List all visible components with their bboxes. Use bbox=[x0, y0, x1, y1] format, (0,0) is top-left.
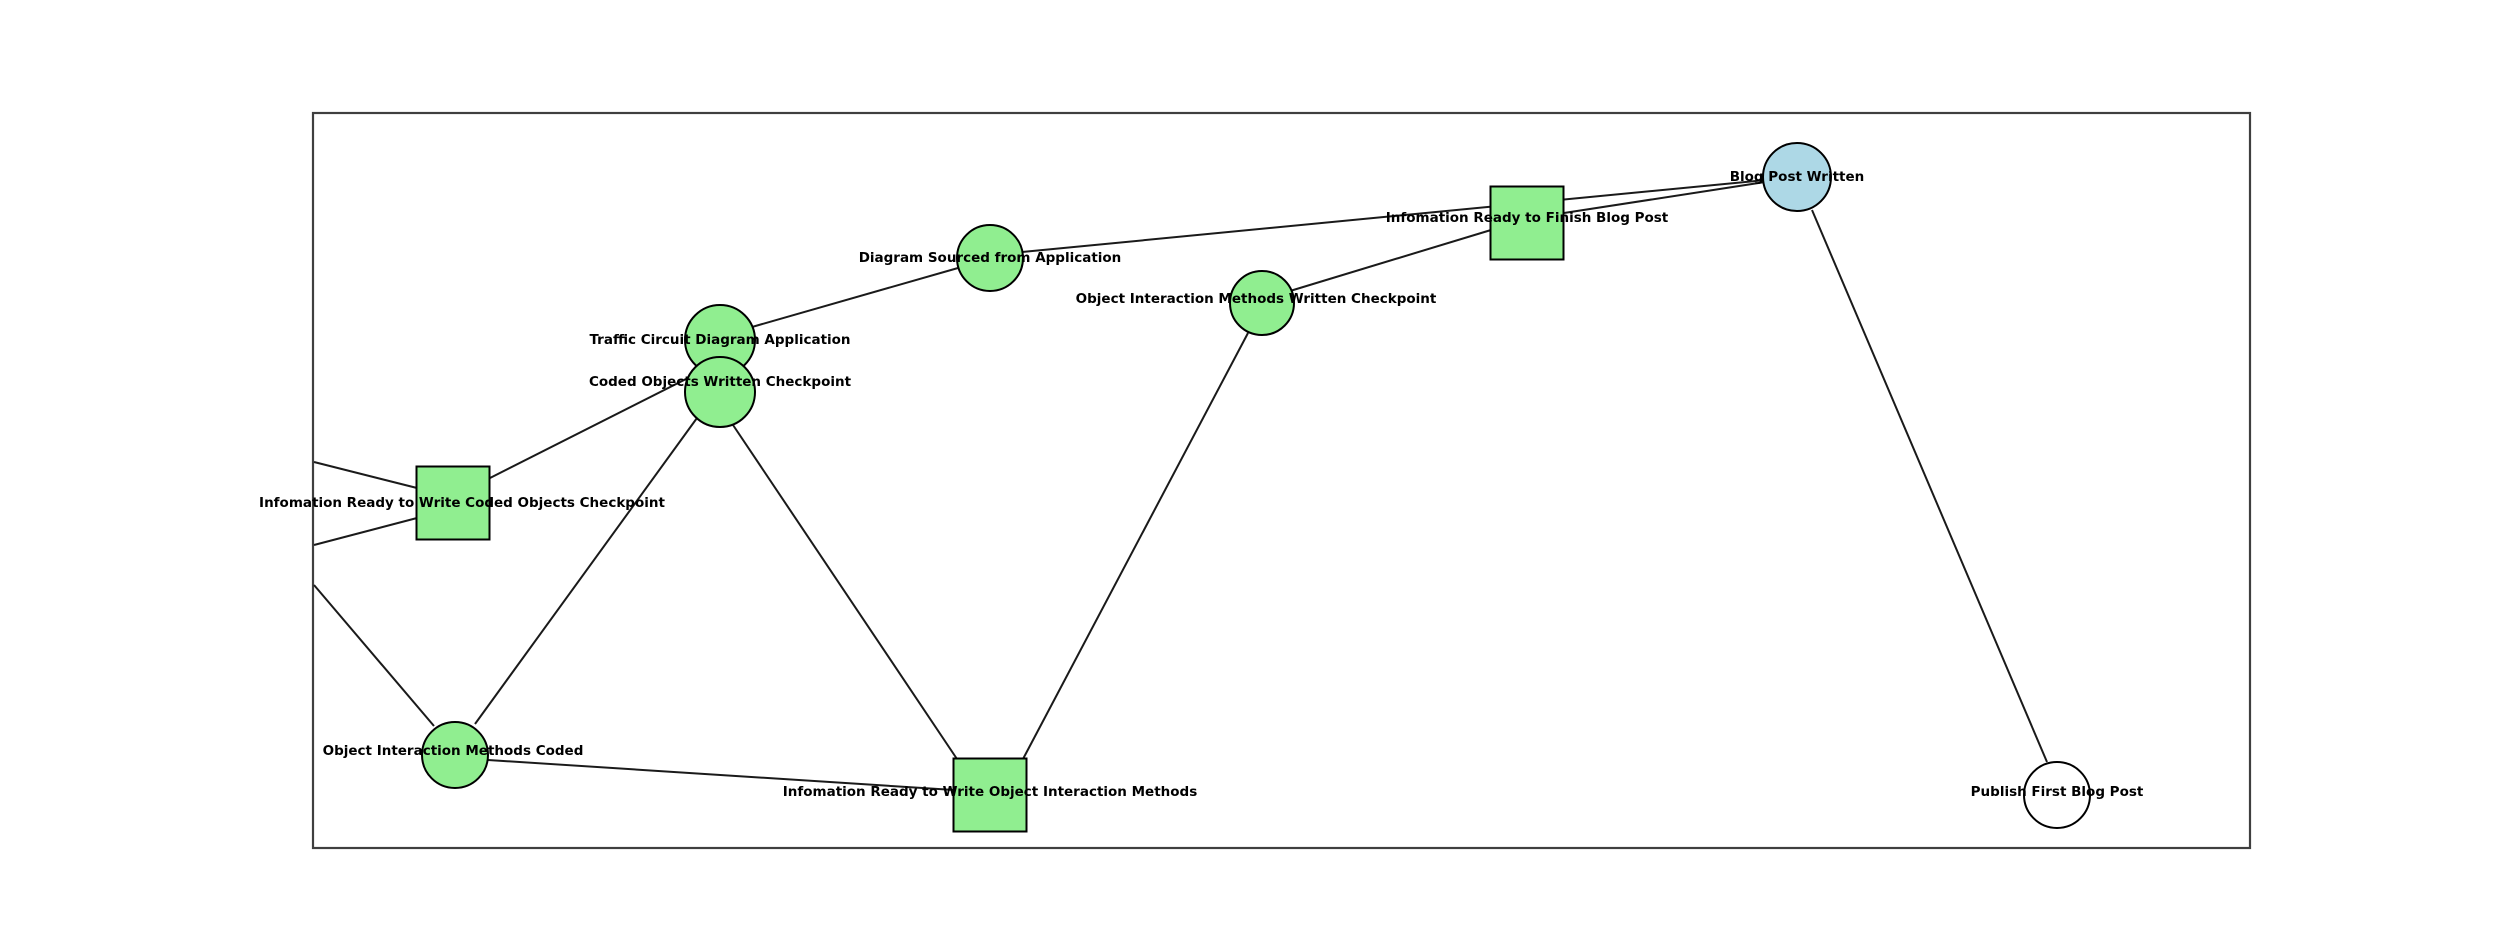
graph-node-label-traffic-circuit-diagram-application: Traffic Circuit Diagram Application bbox=[589, 332, 850, 348]
node-label-layer: Traffic Circuit Diagram ApplicationCoded… bbox=[259, 169, 2144, 800]
graph-node-coded-objects-written-checkpoint[interactable] bbox=[684, 356, 756, 428]
graph-node-label-infomation-ready-to-write-object-interaction-methods: Infomation Ready to Write Object Interac… bbox=[783, 784, 1198, 800]
graph-edge bbox=[313, 584, 435, 727]
graph-edge bbox=[313, 517, 418, 546]
graph-edge bbox=[751, 267, 959, 328]
graph-edge bbox=[487, 759, 955, 791]
graph-node-label-infomation-ready-to-finish-blog-post: Infomation Ready to Finish Blog Post bbox=[1386, 210, 1669, 226]
graph-node-blog-post-written[interactable] bbox=[1762, 142, 1832, 212]
graph-node-object-interaction-methods-written-checkpoint[interactable] bbox=[1229, 270, 1295, 336]
graph-edge bbox=[732, 424, 958, 760]
graph-edge bbox=[489, 376, 691, 479]
graph-edge bbox=[1563, 181, 1766, 214]
graph-node-label-object-interaction-methods-written-checkpoint: Object Interaction Methods Written Check… bbox=[1076, 291, 1437, 307]
graph-edge bbox=[1811, 209, 2048, 763]
graph-node-label-diagram-sourced-from-application: Diagram Sourced from Application bbox=[859, 250, 1122, 266]
graph-node-diagram-sourced-from-application[interactable] bbox=[956, 224, 1024, 292]
graph-node-publish-first-blog-post[interactable] bbox=[2023, 761, 2091, 829]
graph-node-object-interaction-methods-coded[interactable] bbox=[421, 721, 489, 789]
graph-node-infomation-ready-to-write-object-interaction-methods[interactable] bbox=[952, 757, 1028, 833]
edge-layer bbox=[313, 176, 2048, 791]
graph-node-label-object-interaction-methods-coded: Object Interaction Methods Coded bbox=[323, 743, 584, 759]
graph-edge bbox=[474, 417, 698, 725]
graph-edge bbox=[1289, 229, 1492, 292]
graph-edge bbox=[313, 461, 418, 489]
figure-border bbox=[311, 111, 2252, 850]
graph-edge bbox=[1021, 176, 1798, 253]
graph-node-infomation-ready-to-finish-blog-post[interactable] bbox=[1489, 185, 1565, 261]
graph-node-label-blog-post-written: Blog Post Written bbox=[1730, 169, 1865, 185]
figure-frame-layer bbox=[311, 111, 2252, 850]
graph-edge bbox=[1022, 332, 1249, 760]
graph-node-infomation-ready-to-write-coded-objects-checkpoint[interactable] bbox=[415, 465, 491, 541]
node-layer bbox=[415, 142, 2091, 833]
graph-node-label-coded-objects-written-checkpoint: Coded Objects Written Checkpoint bbox=[589, 374, 852, 390]
graph-node-label-publish-first-blog-post: Publish First Blog Post bbox=[1971, 784, 2144, 800]
graph-node-label-infomation-ready-to-write-coded-objects-checkpoint: Infomation Ready to Write Coded Objects … bbox=[259, 495, 665, 511]
